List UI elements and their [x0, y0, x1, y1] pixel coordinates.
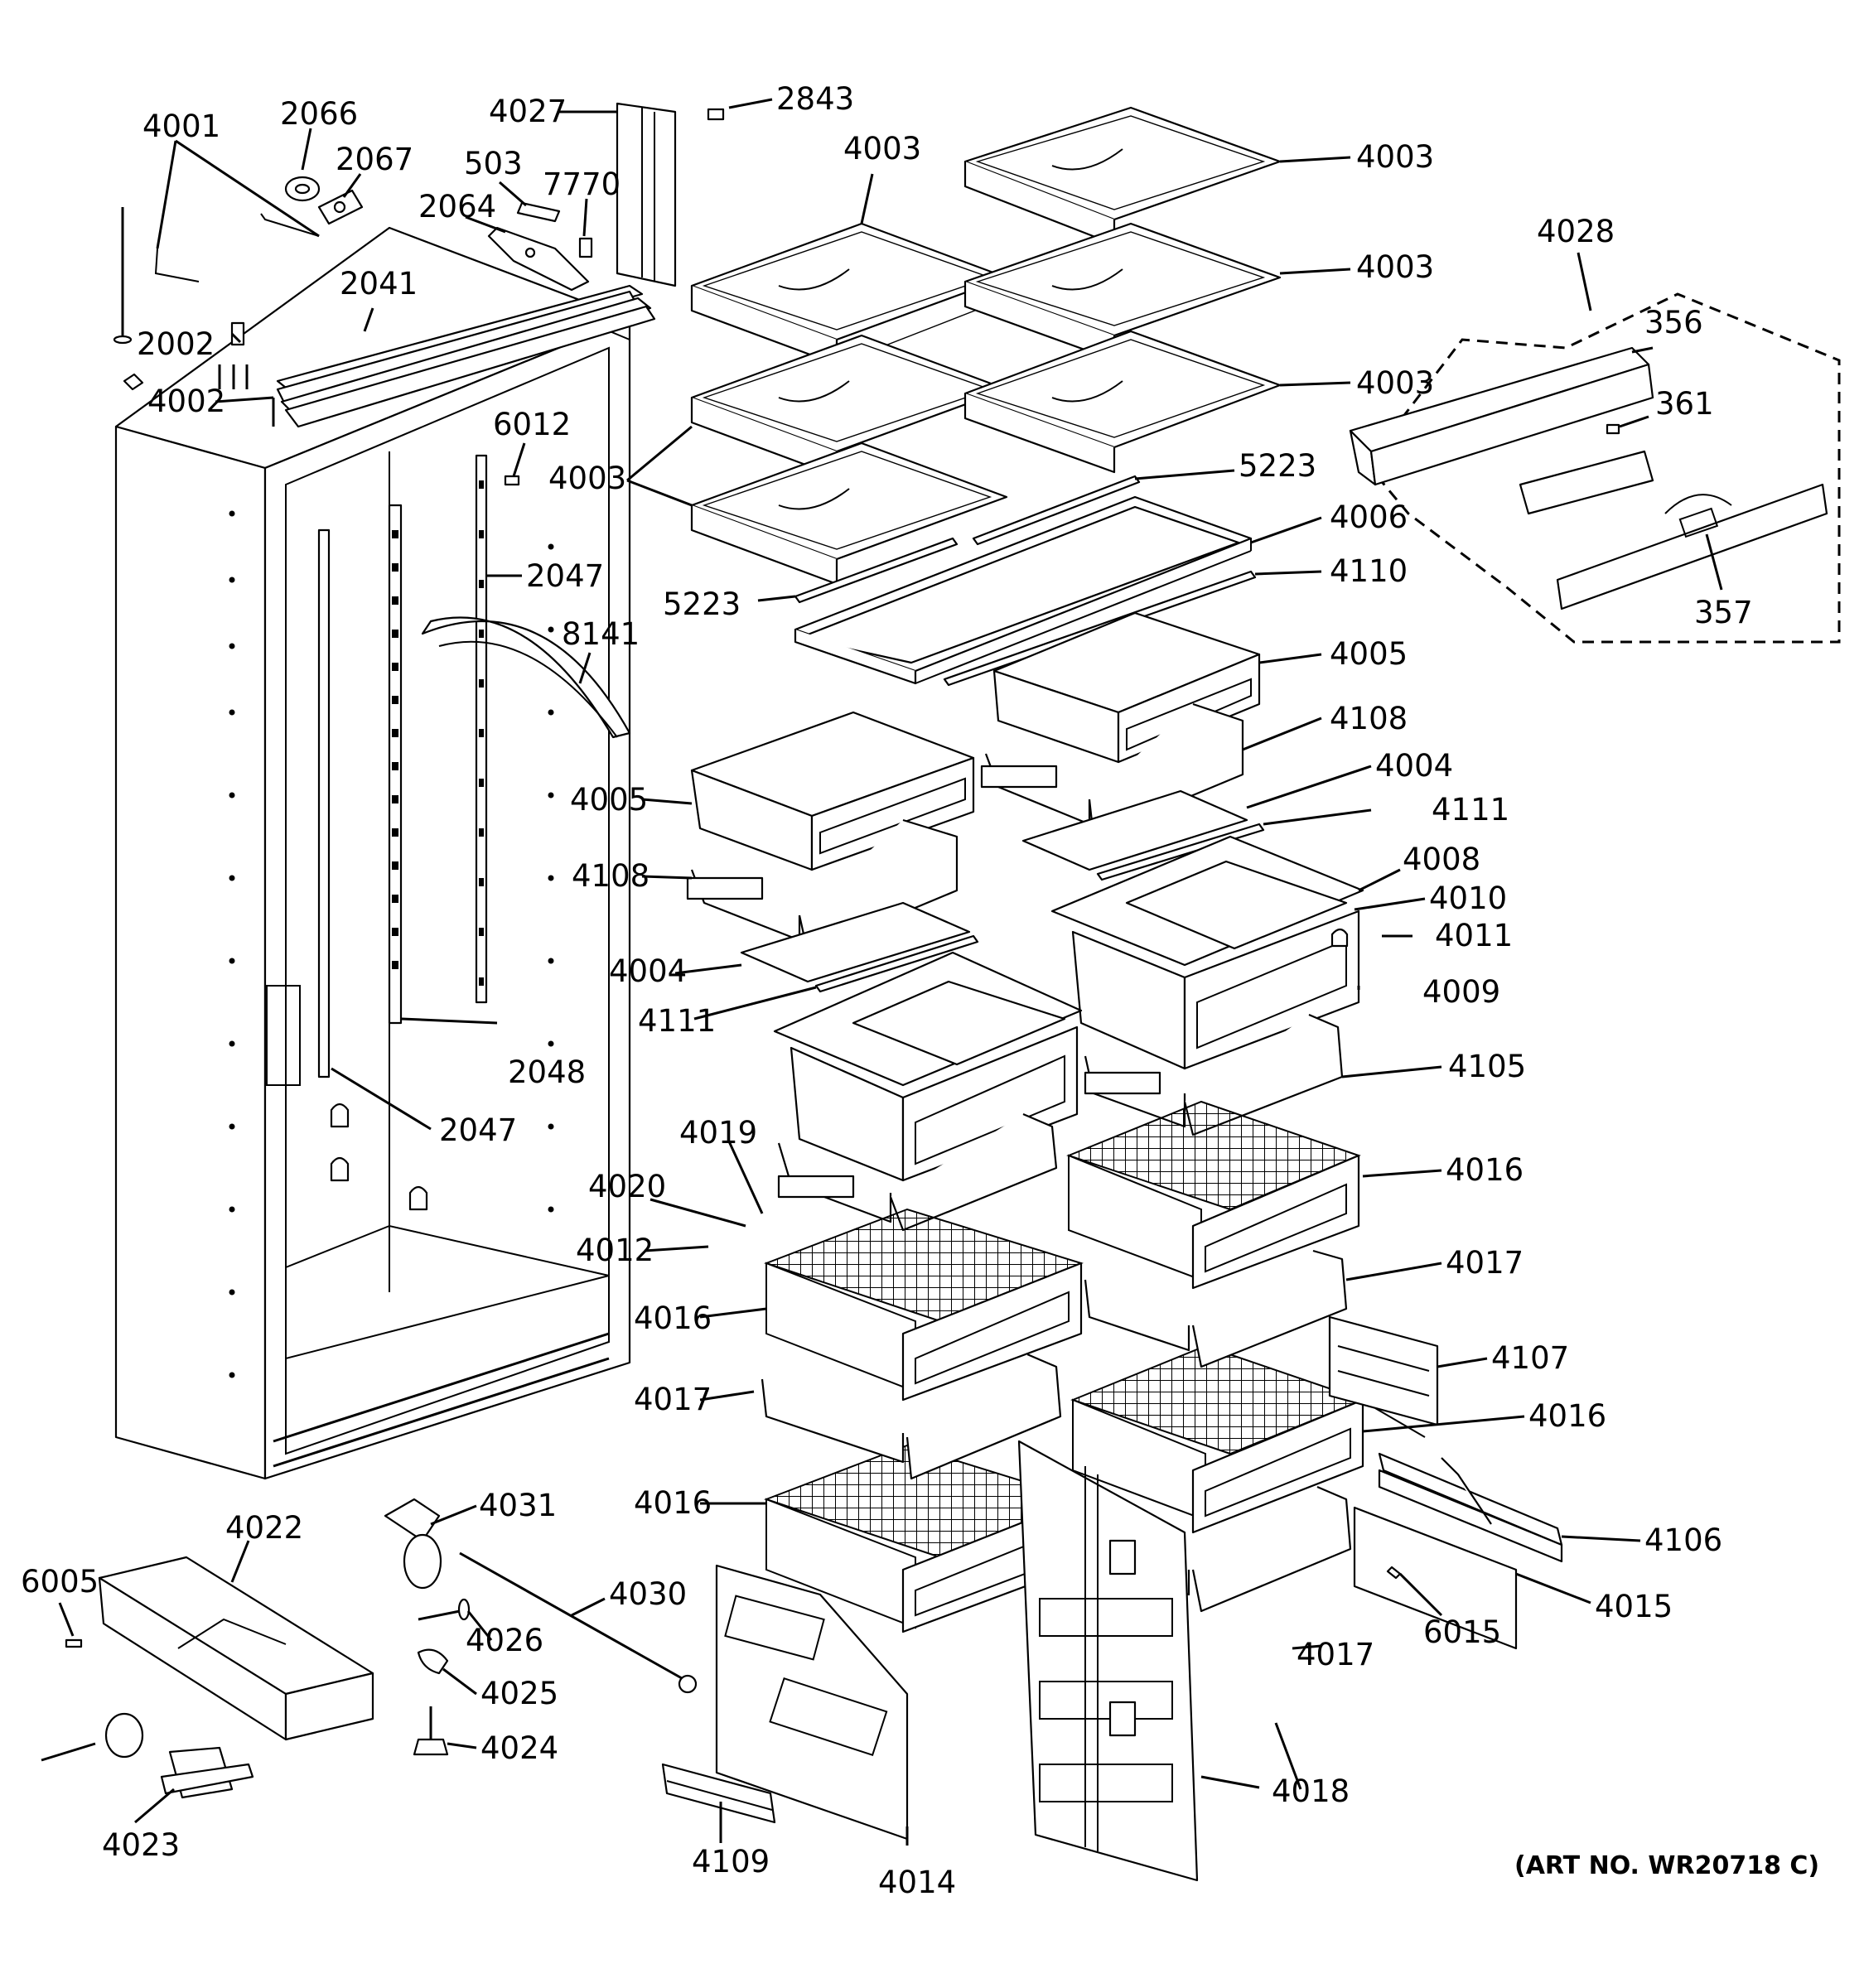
label-4027: 4027	[489, 94, 567, 129]
label-4016-b: 4016	[634, 1300, 712, 1336]
label-357: 357	[1694, 595, 1753, 630]
label-5223-b: 5223	[663, 586, 741, 622]
label-4108-b: 4108	[572, 858, 650, 894]
machine-compartment-parts	[41, 1498, 698, 1799]
refrigerator-cabinet	[113, 207, 631, 1480]
label-4018: 4018	[1272, 1773, 1350, 1809]
label-4020: 4020	[588, 1169, 666, 1204]
label-2041: 2041	[340, 266, 418, 302]
label-4003-c: 4003	[1356, 249, 1434, 285]
crisper-cover-assembly	[794, 475, 1257, 687]
label-4017-c: 4017	[1297, 1637, 1374, 1672]
label-4028: 4028	[1537, 214, 1615, 249]
label-4016-d: 4016	[634, 1485, 712, 1521]
part-labels: 4001 2066 2067 2064 503 7770 4027 2843 4…	[21, 81, 1819, 1900]
label-4002: 4002	[147, 384, 225, 419]
upper-left-parts	[421, 475, 631, 739]
label-4108-a: 4108	[1330, 701, 1408, 736]
label-4016-a: 4016	[1446, 1152, 1524, 1188]
label-4004-b: 4004	[609, 953, 687, 989]
label-4109: 4109	[692, 1844, 770, 1879]
label-4010: 4010	[1429, 881, 1507, 916]
label-4110: 4110	[1330, 553, 1408, 589]
label-4022: 4022	[225, 1510, 303, 1546]
label-4009: 4009	[1422, 974, 1500, 1010]
label-4016-c: 4016	[1528, 1398, 1606, 1434]
label-6005: 6005	[21, 1564, 99, 1600]
crisper-drawers	[686, 611, 1265, 993]
label-361: 361	[1655, 386, 1714, 422]
label-2048: 2048	[508, 1054, 586, 1090]
label-4003-e: 4003	[548, 461, 626, 496]
label-4003-b: 4003	[1356, 139, 1434, 175]
label-4014: 4014	[878, 1865, 956, 1900]
label-4004-a: 4004	[1375, 748, 1453, 784]
label-5223-a: 5223	[1239, 448, 1316, 484]
control-assembly	[1349, 292, 1841, 644]
label-6015: 6015	[1423, 1614, 1501, 1650]
label-2064: 2064	[418, 189, 496, 224]
label-2066: 2066	[280, 96, 358, 132]
label-4011: 4011	[1435, 918, 1513, 953]
label-4019: 4019	[679, 1115, 757, 1151]
label-4023: 4023	[102, 1827, 180, 1863]
label-4025: 4025	[480, 1676, 558, 1711]
label-4111-a: 4111	[1432, 792, 1509, 828]
label-4017-a: 4017	[1446, 1245, 1524, 1281]
deli-drawers	[773, 835, 1364, 1232]
label-4031: 4031	[479, 1488, 557, 1523]
label-4005-b: 4005	[570, 782, 648, 818]
label-4024: 4024	[480, 1730, 558, 1766]
label-4005-a: 4005	[1330, 636, 1408, 672]
label-4030: 4030	[609, 1576, 687, 1612]
label-4017-b: 4017	[634, 1382, 712, 1417]
label-2843: 2843	[776, 81, 854, 117]
label-4006: 4006	[1330, 499, 1408, 535]
label-2047-b: 2047	[439, 1112, 517, 1148]
label-4003-a: 4003	[843, 131, 921, 166]
label-4012: 4012	[576, 1233, 654, 1268]
label-4111-b: 4111	[638, 1003, 716, 1039]
label-2067: 2067	[336, 142, 413, 177]
label-4015: 4015	[1595, 1589, 1673, 1624]
label-4105: 4105	[1448, 1049, 1526, 1084]
label-6012: 6012	[493, 407, 571, 442]
leader-lines	[58, 98, 1723, 1846]
label-356: 356	[1644, 305, 1703, 340]
label-4001: 4001	[142, 109, 220, 144]
label-8141: 8141	[562, 616, 640, 652]
label-2002: 2002	[137, 326, 215, 362]
freezer-panels	[661, 1440, 1199, 1882]
label-4106: 4106	[1644, 1522, 1722, 1558]
label-503: 503	[464, 146, 523, 181]
label-7770: 7770	[543, 166, 621, 202]
hinge-parts	[276, 102, 725, 428]
label-4003-d: 4003	[1356, 365, 1434, 401]
freezer-baskets	[764, 1100, 1365, 1633]
glass-shelves-4003	[690, 106, 1282, 586]
art-number: (ART NO. WR20718 C)	[1514, 1851, 1819, 1880]
label-4026: 4026	[466, 1623, 543, 1658]
label-4107: 4107	[1491, 1340, 1569, 1376]
label-4008: 4008	[1403, 842, 1480, 877]
label-2047-a: 2047	[526, 558, 604, 594]
